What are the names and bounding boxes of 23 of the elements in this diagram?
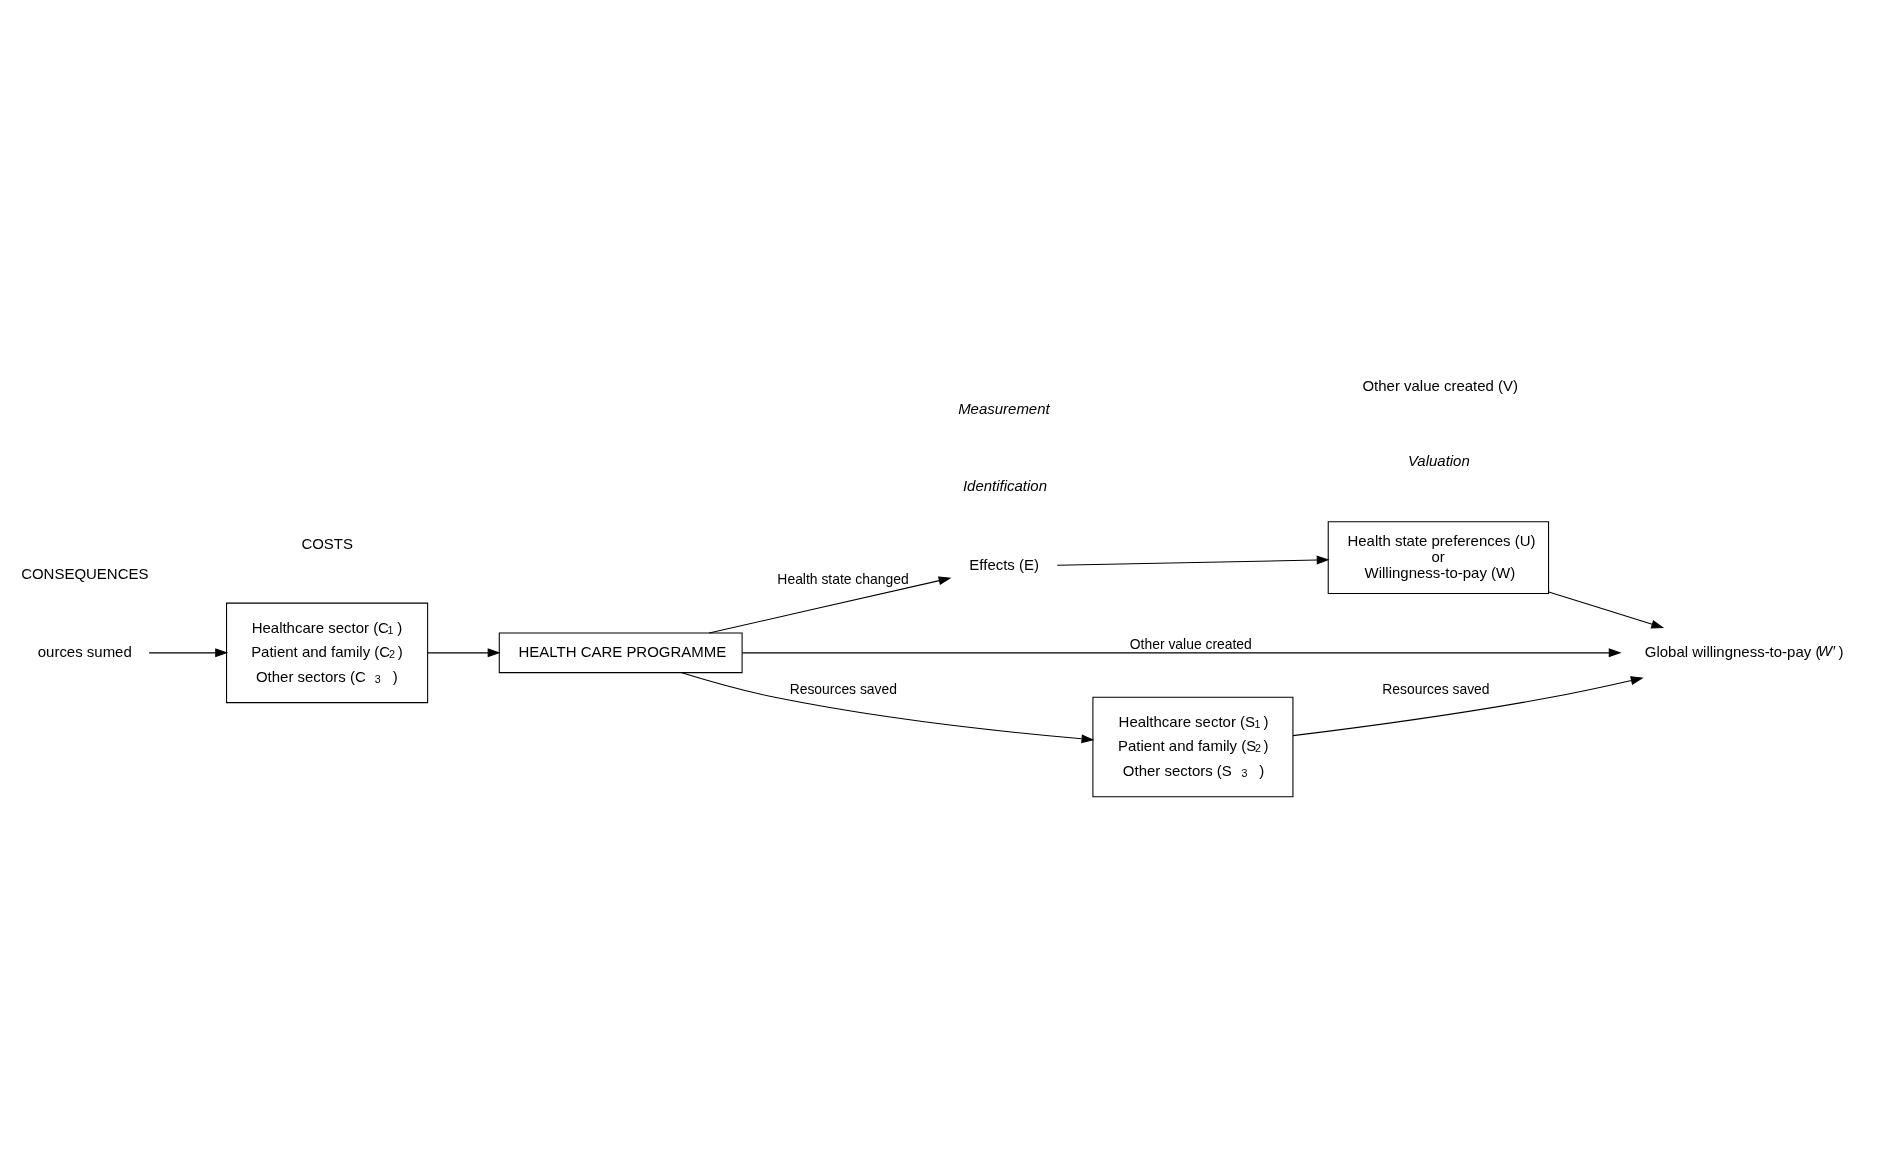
arrow [1056, 555, 1330, 566]
label: Valuation [1407, 451, 1470, 469]
arrow [1548, 590, 1665, 628]
node-box: HEALTH CARE PROGRAMME [498, 632, 743, 673]
arrow [741, 647, 1622, 657]
label: Measurement [958, 399, 1050, 417]
edge-label: Health state changed [777, 570, 909, 587]
arrow [1292, 675, 1644, 736]
label: COSTS [301, 534, 353, 552]
arrow [148, 647, 229, 657]
label: CONSEQUENCES [21, 564, 149, 582]
label: Identification [962, 476, 1048, 494]
node-text: ources sumed [37, 642, 132, 660]
edge-label: Other value created [1129, 635, 1252, 652]
label: Other value created (V) [1362, 375, 1519, 393]
arrow [427, 647, 501, 657]
node-text: Effects (E) [969, 555, 1039, 573]
edge-label: Resources saved [1382, 680, 1490, 697]
arrow [681, 671, 1095, 743]
edge-label: Resources saved [789, 680, 898, 697]
node-box: Health state preferences (U) or Willingness-to-pay (W) [1327, 520, 1550, 594]
node-text: Global willingness-to-pay (W′) [1644, 641, 1844, 660]
arrow [708, 575, 952, 634]
